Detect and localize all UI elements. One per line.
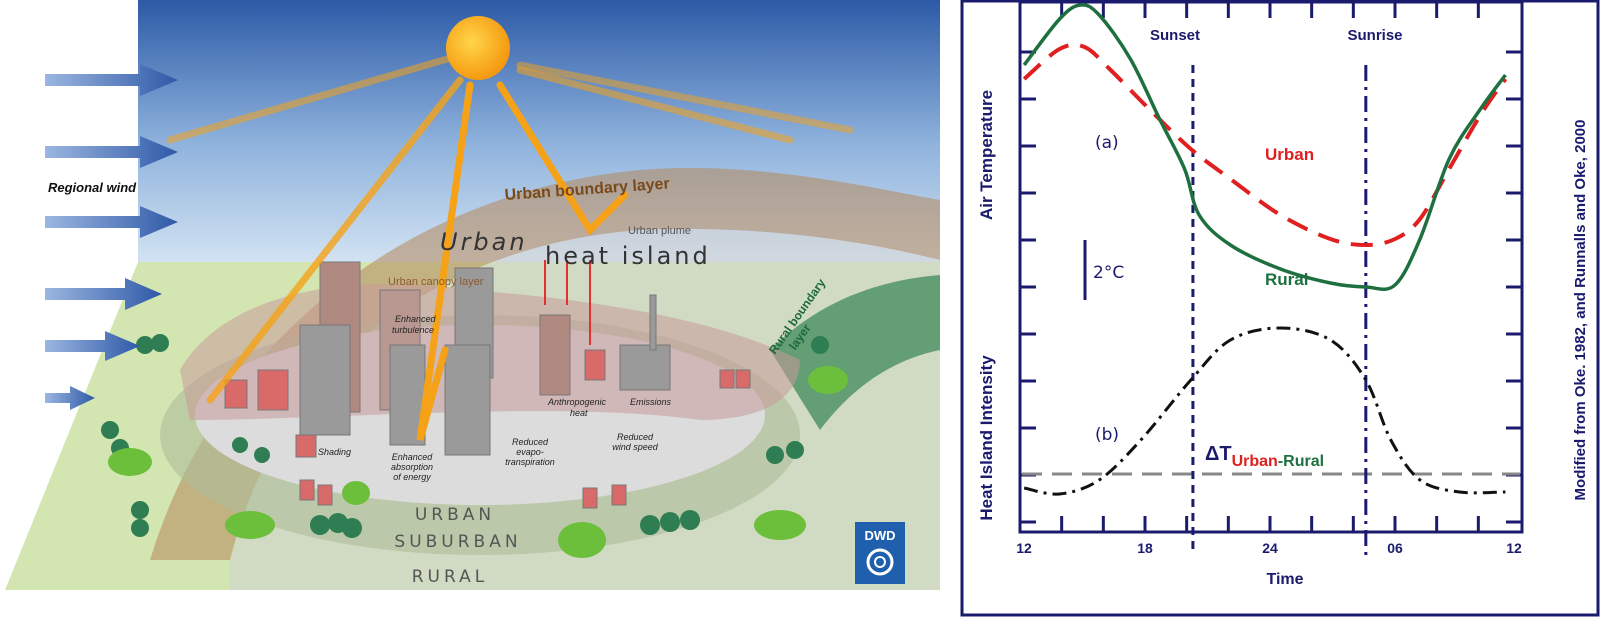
delta-t-series-line (1023, 326, 1506, 496)
delta-sub-urban: Urban (1232, 453, 1278, 470)
sunrise-label: Sunrise (1347, 27, 1402, 44)
x-tick-label: 18 (1137, 540, 1153, 556)
buildings (224, 261, 751, 509)
y-axis-label-heat-island-intensity: Heat Island Intensity (977, 355, 996, 521)
dwd-logo-text: DWD (864, 528, 895, 543)
credit-text: Modified from Oke. 1982, and Runnalls an… (1572, 120, 1589, 501)
sun-rays (166, 46, 854, 441)
rural-series-line (1022, 3, 1507, 291)
heat-island-chart: Sunset Sunrise Time Air Temperature Heat… (960, 0, 1600, 617)
label-line: absorption (391, 462, 433, 472)
zone-urban-label: URBAN (415, 505, 495, 525)
label-line: turbulence (392, 325, 434, 335)
label-line: Reduced (512, 437, 549, 447)
sunset-label: Sunset (1150, 27, 1200, 44)
delta-sub-dash: - (1278, 453, 1283, 470)
label-line: of energy (393, 472, 431, 482)
dwd-logo: DWD (855, 522, 905, 584)
x-tick-label: 06 (1387, 540, 1403, 556)
delta-sub-rural: Rural (1283, 453, 1324, 470)
dwd-swirl-icon (866, 548, 894, 576)
label-line: heat (570, 408, 588, 418)
panel-b-label: (b) (1095, 425, 1119, 445)
label-line: transpiration (505, 457, 555, 467)
x-tick-label: 12 (1016, 540, 1032, 556)
urban-plume-label: Urban plume (628, 225, 691, 237)
heat-arrows (544, 260, 591, 345)
sun-icon (446, 16, 510, 80)
label-line: wind speed (612, 442, 659, 452)
x-axis-label: Time (1266, 571, 1303, 588)
label-line: evapo- (516, 447, 544, 457)
x-tick-labels: 12 18 24 06 12 (1016, 540, 1522, 556)
uhi-label-urban: Urban (440, 228, 528, 256)
zone-labels: URBAN SUBURBAN RURAL (394, 505, 521, 587)
label-line: Reduced (617, 432, 654, 442)
shading-label: Shading (318, 447, 351, 457)
x-tick-label: 12 (1506, 540, 1522, 556)
rural-series-label: Rural (1265, 270, 1308, 289)
label-line: Enhanced (392, 452, 434, 462)
axis-ticks (1020, 2, 1522, 532)
bushes (108, 366, 848, 558)
x-tick-label: 24 (1262, 540, 1278, 556)
regional-wind-label: Regional wind (48, 180, 137, 195)
zone-suburban-label: SUBURBAN (394, 532, 521, 552)
scale-bar-label: 2°C (1093, 263, 1124, 283)
delta-t-symbol: ΔT (1205, 443, 1232, 465)
panel-a-label: (a) (1095, 133, 1119, 153)
label-line: Enhanced (395, 314, 437, 324)
chart-frame (960, 0, 1600, 617)
regional-wind-arrows (45, 64, 178, 410)
uhi-label-heat-island: heat island (545, 242, 711, 270)
rural-boundary-layer (770, 275, 940, 430)
trees (101, 334, 829, 538)
label-line: Anthropogenic (547, 397, 607, 407)
emissions-label: Emissions (630, 397, 672, 407)
urban-series-label: Urban (1265, 145, 1314, 164)
urban-heat-island-diagram: Regional wind Urban boundary layer Urban… (5, 0, 940, 590)
urban-canopy-layer-label: Urban canopy layer (388, 276, 484, 288)
y-axis-label-air-temperature: Air Temperature (977, 90, 996, 220)
zone-rural-label: RURAL (412, 567, 488, 587)
delta-t-label: ΔTUrban-Rural (1205, 443, 1324, 470)
